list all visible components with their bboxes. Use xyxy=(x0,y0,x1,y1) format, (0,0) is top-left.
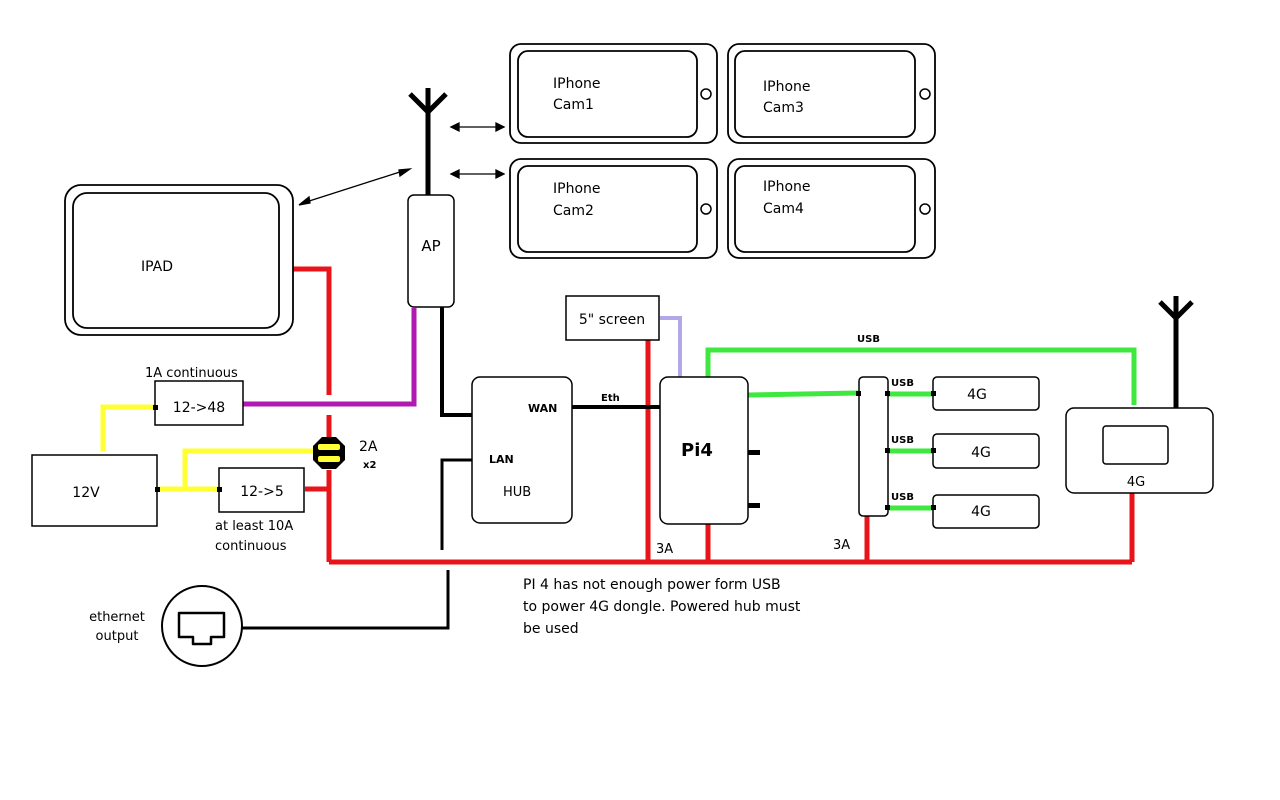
hub-label: HUB xyxy=(503,485,531,500)
arrowhead xyxy=(449,168,460,180)
conv48-rating: 1A continuous xyxy=(145,366,238,381)
supply-label: 12V xyxy=(72,485,100,501)
wan-port-label: WAN xyxy=(528,402,557,415)
cam-label-line1: IPhone xyxy=(553,76,601,92)
access-point: AP xyxy=(407,194,455,308)
arrowhead xyxy=(298,195,311,206)
dongle-label: 4G xyxy=(967,387,987,403)
ethernet-hub: WAN LAN HUB xyxy=(471,376,573,524)
dongle-label: 4G xyxy=(971,445,991,461)
home-button-icon xyxy=(700,88,712,100)
ethernet-output-line2: output xyxy=(96,629,139,644)
arrowhead xyxy=(449,121,460,133)
annotations: 1A continuous at least 10A continuous 2A… xyxy=(145,334,914,637)
iphone-cam3: IPhone Cam3 xyxy=(727,43,936,144)
power-supply-12v: 12V xyxy=(31,454,160,527)
note-line3: be used xyxy=(523,621,579,637)
fuse-icon xyxy=(313,437,345,469)
antenna-icon xyxy=(1158,296,1194,410)
cam-label-line1: IPhone xyxy=(763,179,811,195)
cam-label-line2: Cam3 xyxy=(763,100,804,116)
wireless-links xyxy=(298,121,506,206)
home-button-icon xyxy=(919,88,931,100)
antenna-icon xyxy=(408,88,448,114)
arrowhead xyxy=(398,168,413,178)
fuse-rating: 2A xyxy=(359,439,378,455)
wires xyxy=(100,110,1137,630)
ipad-label: IPAD xyxy=(141,259,173,275)
lan-port-label: LAN xyxy=(489,453,514,466)
router-label: 4G xyxy=(1127,475,1145,490)
note-line1: PI 4 has not enough power form USB xyxy=(523,577,781,593)
cam-label-line1: IPhone xyxy=(553,181,601,197)
converter-48-label: 12->48 xyxy=(173,400,225,416)
converter-12-48: 12->48 xyxy=(153,380,244,426)
usb-wire-pi-hub xyxy=(747,390,860,398)
cam-label-line1: IPhone xyxy=(763,79,811,95)
cam-label-line2: Cam2 xyxy=(553,203,594,219)
conv5-rating-line1: at least 10A xyxy=(215,519,293,534)
ipad: IPAD xyxy=(64,184,294,336)
usb-label-top: USB xyxy=(857,334,880,345)
ethernet-output: ethernet output xyxy=(89,585,243,667)
cam-label-line2: Cam1 xyxy=(553,97,594,113)
display-screen: 5" screen xyxy=(565,295,660,341)
home-button-icon xyxy=(700,203,712,215)
usb-port-label: USB xyxy=(891,435,914,446)
usb-wire-router xyxy=(705,347,1137,405)
converter-12-5: 12->5 xyxy=(217,467,305,513)
power-wire-ipad xyxy=(293,266,332,395)
note-line2: to power 4G dongle. Powered hub must xyxy=(523,599,801,615)
eth-label: Eth xyxy=(601,393,620,404)
fuse-count: x2 xyxy=(363,460,376,471)
powered-usb-hub xyxy=(856,376,890,517)
usb-port-label: USB xyxy=(891,378,914,389)
ethernet-output-line1: ethernet xyxy=(89,610,145,625)
pi-label: Pi4 xyxy=(681,440,713,461)
home-button-icon xyxy=(919,203,931,215)
eth-wire-output xyxy=(242,570,450,630)
hub-amp-label: 3A xyxy=(833,538,850,553)
dongle-4g: 4G xyxy=(931,494,1040,529)
screen-label: 5" screen xyxy=(579,312,645,328)
ethernet-port-icon xyxy=(177,611,226,646)
cam-label-line2: Cam4 xyxy=(763,201,804,217)
iphone-cam1: IPhone Cam1 xyxy=(509,43,718,144)
iphone-cam4: IPhone Cam4 xyxy=(727,158,936,259)
router-4g: 4G xyxy=(1065,407,1214,494)
eth-wire-lan-out xyxy=(440,458,472,550)
raspberry-pi: Pi4 xyxy=(659,376,760,525)
arrowhead xyxy=(495,121,506,133)
poe-wire-ap xyxy=(243,308,417,407)
conv5-rating-line2: continuous xyxy=(215,539,287,554)
dongle-label: 4G xyxy=(971,504,991,520)
12v-wire-conv48 xyxy=(100,404,155,451)
pi-amp-label: 3A xyxy=(656,542,673,557)
converter-5-label: 12->5 xyxy=(240,484,284,500)
dongle-4g: 4G xyxy=(931,376,1040,411)
iphone-cam2: IPhone Cam2 xyxy=(509,158,718,259)
arrowhead xyxy=(495,168,506,180)
eth-wire-ap-wan xyxy=(440,307,473,417)
12v-wire-fuse xyxy=(182,448,318,489)
dongle-4g: 4G xyxy=(931,433,1040,469)
display-wire-screen xyxy=(660,316,682,377)
ap-label: AP xyxy=(421,237,440,255)
wifi-arrow-ipad xyxy=(302,169,407,204)
usb-port-label: USB xyxy=(891,492,914,503)
